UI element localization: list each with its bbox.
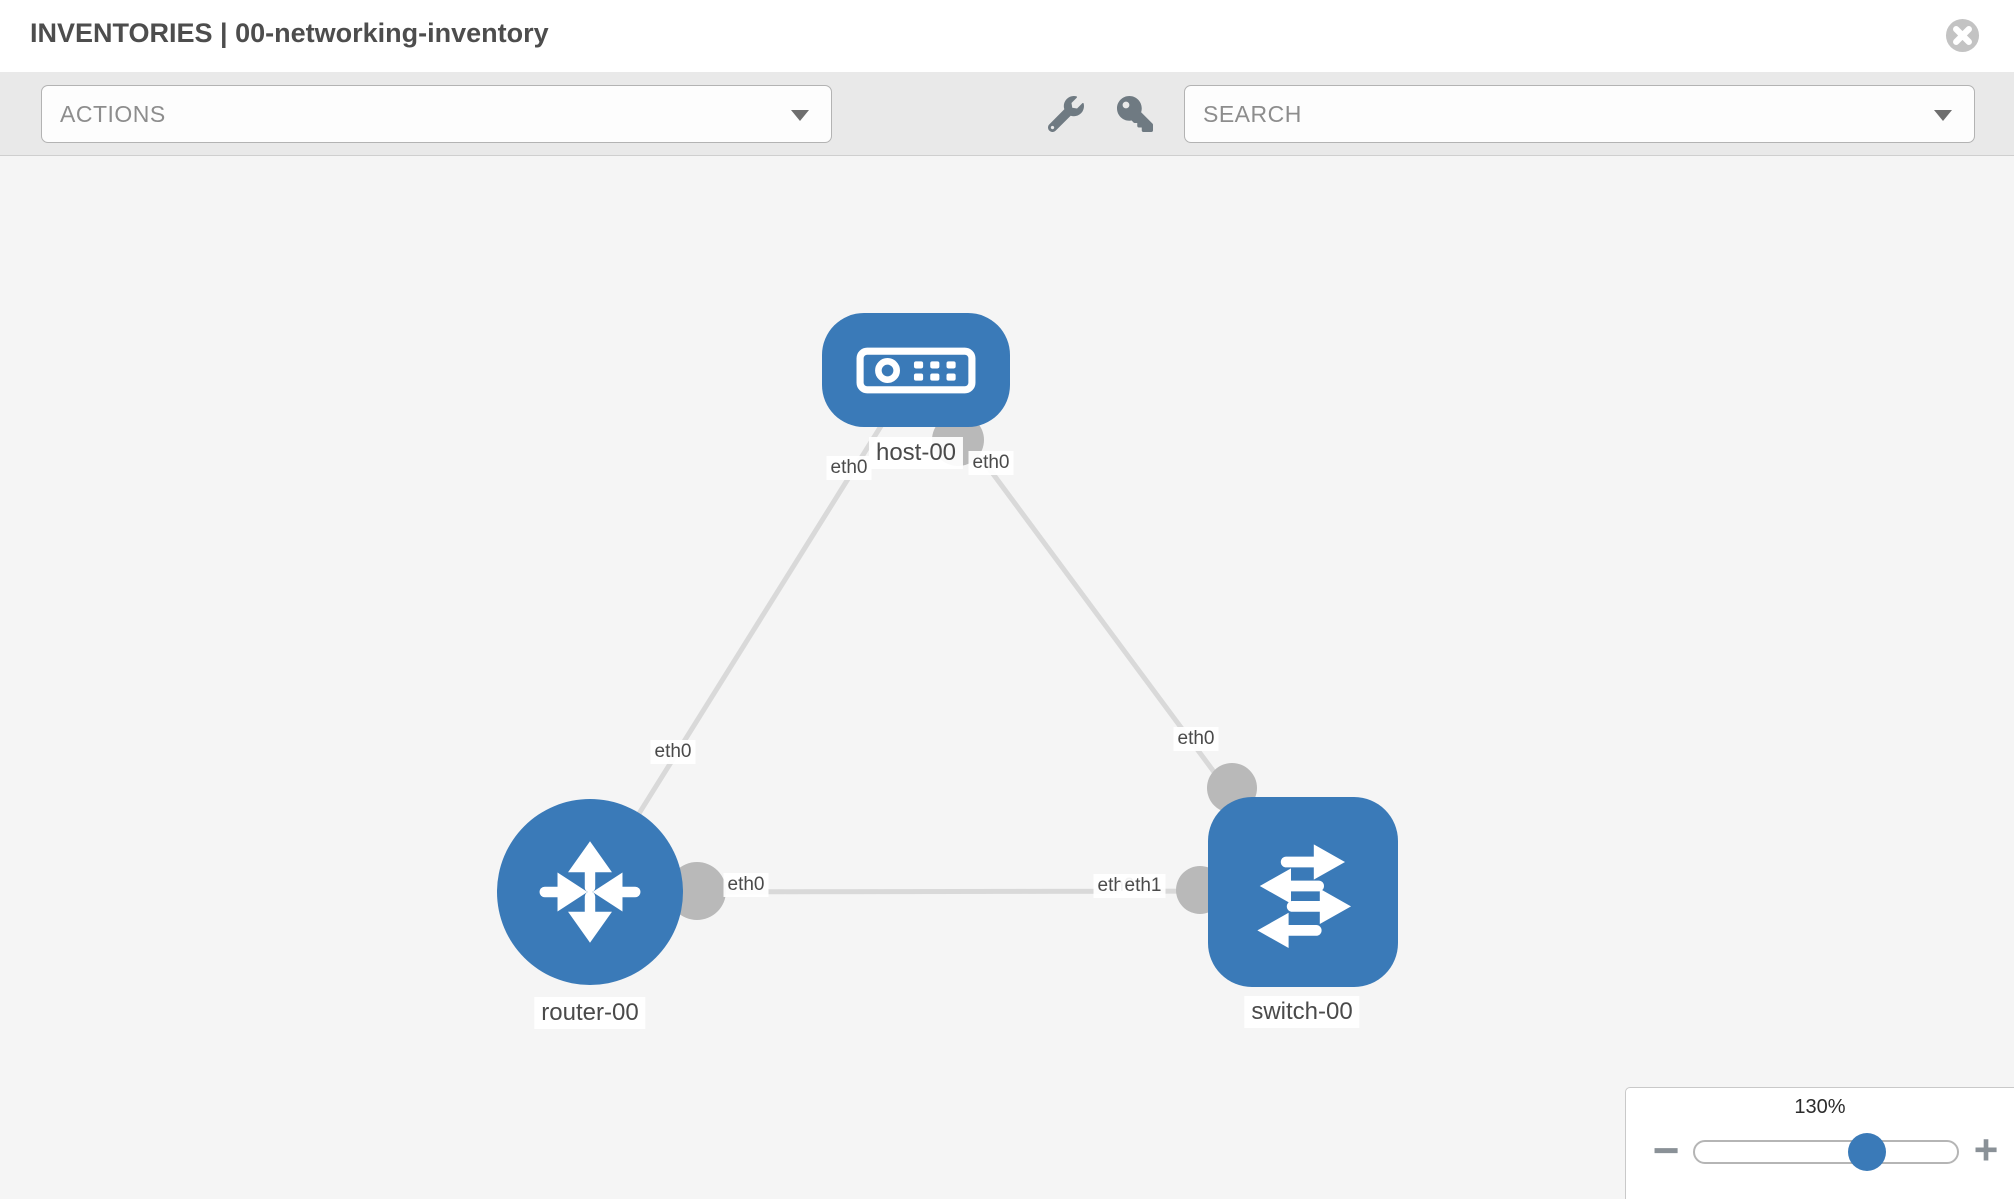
topology-links	[587, 368, 1306, 920]
chevron-down-icon	[1934, 110, 1952, 121]
actions-dropdown-label: ACTIONS	[60, 100, 166, 127]
zoom-in-button[interactable]: +	[1973, 1126, 1999, 1173]
search-dropdown[interactable]: SEARCH	[1184, 85, 1975, 143]
node-router-00[interactable]	[497, 799, 683, 985]
header: INVENTORIES | 00-networking-inventory	[0, 0, 2014, 72]
zoom-out-button[interactable]: −	[1652, 1124, 1680, 1176]
node-label-router: router-00	[534, 997, 646, 1029]
zoom-slider-thumb[interactable]	[1848, 1133, 1886, 1171]
router-icon	[539, 841, 641, 943]
iface-label-host-switch: eth0	[1173, 727, 1219, 751]
toolbar: ACTIONS SEARCH	[0, 72, 2014, 156]
wrench-icon[interactable]	[1047, 95, 1084, 133]
port-circle-router	[668, 862, 726, 920]
zoom-slider-track[interactable]	[1693, 1133, 1959, 1171]
node-label-host: host-00	[868, 437, 964, 469]
iface-label-host-router: eth0	[650, 740, 696, 764]
zoom-panel: 130% − +	[1625, 1087, 2014, 1199]
actions-dropdown[interactable]: ACTIONS	[41, 85, 832, 143]
zoom-level-value: 130%	[1794, 1096, 1846, 1118]
switch-icon	[1257, 844, 1352, 949]
page-title: INVENTORIES | 00-networking-inventory	[30, 18, 549, 48]
host-icon	[856, 347, 976, 393]
node-switch-00[interactable]	[1208, 797, 1398, 987]
key-icon[interactable]	[1117, 96, 1153, 132]
node-label-switch: switch-00	[1244, 996, 1360, 1028]
search-dropdown-label: SEARCH	[1203, 100, 1302, 127]
node-host-00[interactable]	[822, 313, 1010, 427]
topology-canvas[interactable]: host-00 router-00 switch-00 eth0 eth0 et…	[0, 156, 2014, 1199]
iface-label-mid-right-front: eth1	[1120, 874, 1166, 898]
close-icon[interactable]	[1945, 18, 1980, 53]
iface-label-mid-left: eth0	[723, 873, 769, 897]
iface-label-host-right: eth0	[968, 451, 1014, 475]
iface-label-host-left: eth0	[826, 456, 872, 480]
chevron-down-icon	[791, 110, 809, 121]
